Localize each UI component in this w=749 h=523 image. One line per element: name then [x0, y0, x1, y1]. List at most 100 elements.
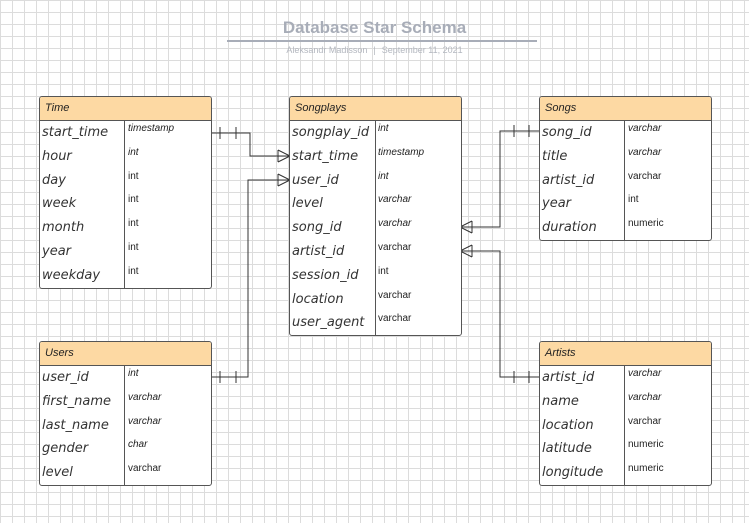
field-type: varchar: [628, 368, 662, 379]
songplays-row-user-agent: user_agent varchar: [290, 311, 461, 335]
field-name: session_id: [292, 267, 359, 283]
time-row-hour: hour int: [40, 145, 211, 169]
field-type: varchar: [128, 391, 162, 403]
field-name: artist_id: [542, 172, 595, 188]
field-name: location: [292, 291, 344, 307]
entity-users-header: Users: [40, 342, 211, 366]
relationship-time-songplays[interactable]: [210, 132, 290, 157]
crowfoot-marker: [459, 244, 473, 252]
crowfoot-marker: [277, 179, 291, 187]
field-name: song_id: [292, 220, 342, 236]
field-type: int: [128, 218, 139, 230]
users-row-level: level varchar: [40, 461, 211, 485]
author-name: Aleksandr Madisson: [286, 45, 368, 55]
field-type: varchar: [378, 218, 412, 230]
diagram-title: Database Star Schema: [282, 18, 467, 37]
field-type: varchar: [378, 289, 412, 301]
field-type: varchar: [378, 194, 412, 206]
field-name: artist_id: [542, 370, 595, 385]
songplays-row-artist-id: artist_id varchar: [290, 240, 461, 264]
field-type: int: [128, 146, 139, 158]
field-type: int: [628, 194, 639, 206]
field-type: varchar: [628, 415, 662, 427]
songplays-row-location: location varchar: [290, 288, 461, 312]
field-type: int: [378, 170, 389, 182]
songplays-row-session-id: session_id int: [290, 264, 461, 288]
field-name: user_agent: [292, 315, 365, 331]
crowfoot-marker: [459, 250, 473, 258]
artists-row-name: name varchar: [540, 390, 711, 414]
field-name: level: [292, 196, 323, 212]
column-divider: [624, 366, 625, 485]
field-type: numeric: [628, 439, 664, 451]
field-name: last_name: [42, 417, 109, 433]
field-name: week: [42, 196, 77, 212]
crowfoot-marker: [459, 220, 473, 228]
field-type: int: [378, 265, 389, 277]
title-underline: [227, 40, 537, 42]
songplays-row-user-id: user_id int: [290, 169, 461, 193]
field-name: hour: [42, 148, 72, 164]
field-name: start_time: [42, 125, 109, 140]
relationship-songs-songplays[interactable]: [460, 130, 539, 228]
field-name: latitude: [542, 441, 592, 457]
field-name: gender: [42, 441, 89, 457]
relationship-users-songplays[interactable]: [210, 179, 290, 378]
field-type: int: [378, 123, 389, 134]
artists-row-location: location varchar: [540, 414, 711, 438]
field-name: month: [42, 220, 85, 236]
field-type: varchar: [378, 313, 412, 325]
field-type: varchar: [128, 415, 162, 427]
users-row-first-name: first_name varchar: [40, 390, 211, 414]
field-type: varchar: [378, 241, 412, 253]
field-name: artist_id: [292, 243, 345, 259]
crowfoot-marker: [277, 155, 291, 163]
subtitle-separator: |: [373, 45, 376, 55]
field-name: longitude: [542, 465, 604, 481]
field-type: varchar: [628, 391, 662, 403]
users-row-last-name: last_name varchar: [40, 414, 211, 438]
field-type: int: [128, 241, 139, 253]
relationship-artists-songplays[interactable]: [460, 250, 539, 378]
artists-row-artist-id: artist_id varchar: [540, 366, 711, 390]
field-name: location: [542, 417, 594, 433]
field-type: numeric: [628, 463, 664, 475]
entity-artists-header: Artists: [540, 342, 711, 366]
artists-row-longitude: longitude numeric: [540, 461, 711, 485]
field-name: day: [42, 172, 66, 188]
entity-songplays-header: Songplays: [290, 97, 461, 121]
field-name: name: [542, 393, 579, 409]
field-name: first_name: [42, 393, 111, 409]
songs-row-year: year int: [540, 192, 711, 216]
field-type: numeric: [628, 218, 664, 230]
field-name: user_id: [292, 172, 339, 188]
entity-songs-header: Songs: [540, 97, 711, 121]
column-divider: [124, 121, 125, 288]
field-type: int: [128, 368, 139, 379]
diagram-subtitle: Aleksandr Madisson|September 11, 2021: [0, 45, 749, 55]
field-name: year: [42, 243, 72, 259]
field-name: year: [542, 196, 572, 212]
field-name: level: [42, 465, 73, 481]
field-name: title: [542, 148, 568, 164]
field-type: varchar: [128, 463, 162, 475]
field-name: duration: [542, 220, 597, 236]
